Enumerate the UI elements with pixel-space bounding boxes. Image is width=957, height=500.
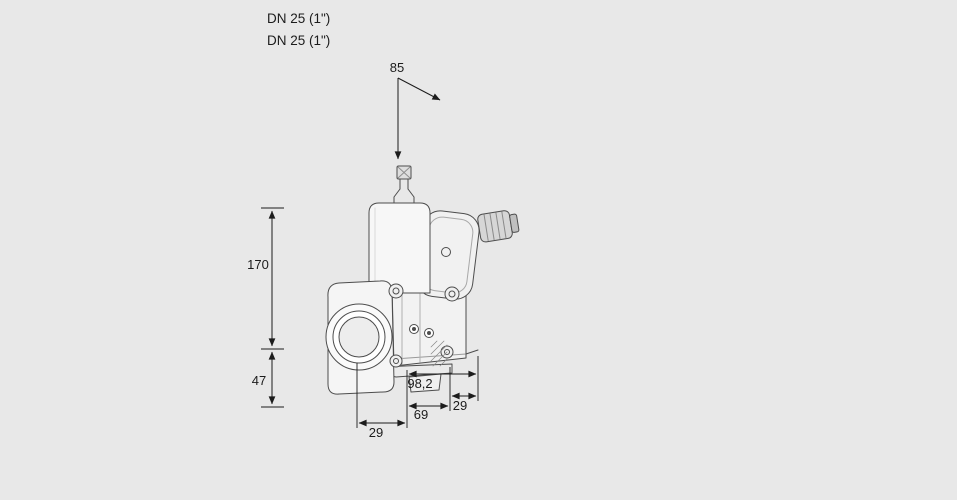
section-hatching — [430, 340, 448, 367]
dim-bottom-row1-label: 98,2 — [407, 376, 432, 391]
bolt-holes — [388, 283, 460, 368]
dim-bottom-row1: 98,2 — [407, 370, 477, 391]
dim-top: 85 — [390, 60, 441, 160]
dim-extension-lines — [356, 356, 479, 428]
dim-bottom-row4-label: 29 — [369, 425, 383, 440]
dim-top-label: 85 — [390, 60, 404, 75]
dim-bottom-row4: 29 — [358, 419, 406, 440]
actuator-stem — [393, 165, 415, 204]
dim-left-lower-label: 47 — [252, 373, 266, 388]
dim-bottom-row3-label: 69 — [414, 407, 428, 422]
pipe-size-label-2: DN 25 (1") — [267, 33, 331, 48]
pipe-size-labels: DN 25 (1") DN 25 (1") — [267, 8, 330, 52]
solenoid-body — [368, 202, 431, 294]
pipe-size-label-1: DN 25 (1") — [267, 11, 331, 26]
dim-bottom-row2-label: 29 — [453, 398, 467, 413]
end-cap-knob — [477, 210, 520, 243]
dimension-annotations: 85 170 47 — [247, 60, 479, 440]
dim-bottom-row2: 29 — [451, 392, 477, 413]
inlet-flange — [325, 280, 395, 395]
dim-bottom-row3: 69 — [408, 402, 449, 422]
dim-left-upper: 170 — [247, 207, 284, 350]
valve-drawing — [325, 165, 520, 395]
dim-left-upper-label: 170 — [247, 257, 269, 272]
dim-left-lower: 47 — [252, 351, 284, 408]
